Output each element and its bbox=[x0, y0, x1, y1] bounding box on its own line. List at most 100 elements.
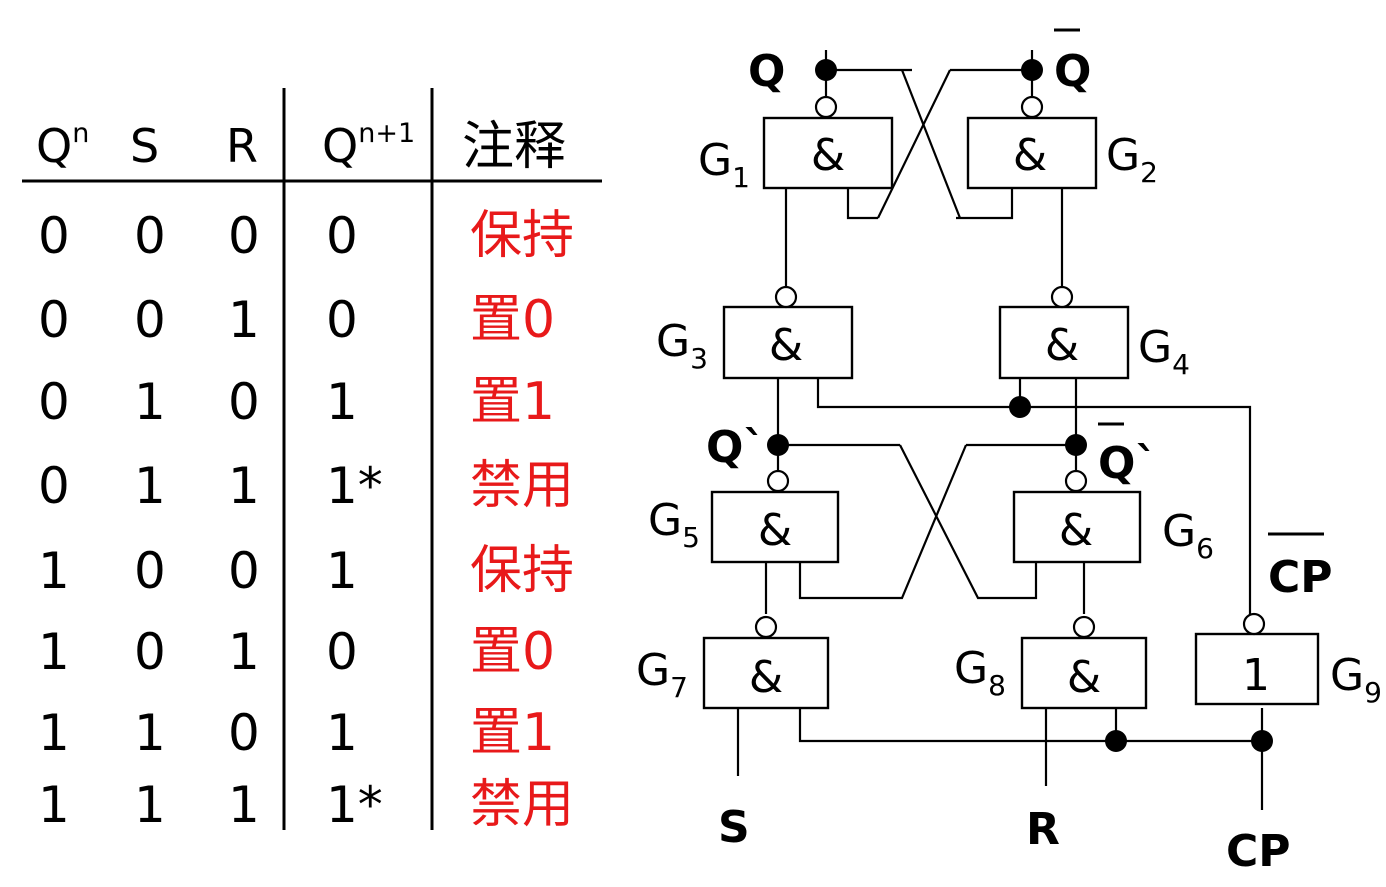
cell-note: 保持 bbox=[470, 206, 574, 266]
gate-g2 bbox=[966, 116, 1098, 190]
wire-qprime-cross bbox=[899, 444, 1038, 600]
wire-q-cross bbox=[900, 69, 962, 219]
bubble-g5-out bbox=[766, 469, 790, 493]
junction-cp-g8 bbox=[1105, 730, 1127, 752]
header-s: S bbox=[130, 119, 159, 173]
cell-qn: 0 bbox=[38, 373, 70, 431]
cell-s: 0 bbox=[134, 542, 166, 600]
gate-g5 bbox=[710, 490, 840, 564]
gate-g6 bbox=[1012, 490, 1142, 564]
gate-symbols: & & & & & & & & 1 bbox=[749, 130, 1270, 703]
cell-qn1: 0 bbox=[326, 207, 358, 265]
signal-q-prime: Q` bbox=[706, 422, 765, 473]
cell-note: 置1 bbox=[470, 372, 555, 432]
wires bbox=[736, 50, 1264, 810]
cell-qn: 1 bbox=[38, 623, 70, 681]
cell-s: 1 bbox=[134, 457, 166, 515]
header-note: 注释 bbox=[462, 117, 566, 177]
cell-note: 禁用 bbox=[470, 456, 574, 516]
cell-qn1: 0 bbox=[326, 291, 358, 349]
signal-labels: Q Q Q` Q` CP S R CP bbox=[706, 28, 1333, 877]
bubble-g2-out bbox=[1020, 95, 1044, 119]
cell-note: 置1 bbox=[470, 703, 555, 763]
gate-g7 bbox=[702, 636, 830, 710]
wire-qbar-cross bbox=[877, 69, 951, 219]
cell-r: 1 bbox=[228, 457, 260, 515]
bubble-g8-out bbox=[1072, 615, 1096, 639]
junction-qbar bbox=[1021, 59, 1043, 81]
cell-qn: 1 bbox=[38, 776, 70, 834]
gate-g4-label: G4 bbox=[1138, 322, 1190, 381]
signal-cp-bar: CP bbox=[1268, 552, 1333, 603]
cell-s: 0 bbox=[134, 623, 166, 681]
gate-g2-symbol: & bbox=[1013, 130, 1047, 181]
cell-qn1: 0 bbox=[326, 623, 358, 681]
gate-g1-label: G1 bbox=[698, 135, 750, 194]
bubble-g1-out bbox=[814, 95, 838, 119]
table-row: 0 0 0 0 保持 bbox=[38, 206, 574, 266]
gate-g8-symbol: & bbox=[1067, 652, 1101, 703]
gate-g4-symbol: & bbox=[1045, 320, 1079, 371]
cell-note: 保持 bbox=[470, 541, 574, 601]
gate-g9-label: G9 bbox=[1330, 650, 1382, 709]
junctions bbox=[767, 59, 1273, 752]
cell-qn: 0 bbox=[38, 207, 70, 265]
gate-g9 bbox=[1194, 632, 1320, 706]
signal-q: Q bbox=[748, 46, 785, 97]
cell-r: 1 bbox=[228, 623, 260, 681]
gate-g5-symbol: & bbox=[758, 505, 792, 556]
bubble-g9-out bbox=[1242, 612, 1266, 636]
signal-r: R bbox=[1026, 804, 1060, 855]
cell-qn: 0 bbox=[38, 291, 70, 349]
junction-q bbox=[815, 59, 837, 81]
cell-s: 0 bbox=[134, 291, 166, 349]
cell-qn1: 1 bbox=[326, 542, 358, 600]
wire-qprimebar-cross bbox=[798, 444, 968, 600]
cell-r: 0 bbox=[228, 207, 260, 265]
cell-qn: 1 bbox=[38, 542, 70, 600]
junction-qprimebar bbox=[1065, 434, 1087, 456]
wire-g1-in-right bbox=[846, 188, 878, 220]
cell-note: 禁用 bbox=[470, 775, 574, 835]
table-row: 1 0 0 1 保持 bbox=[38, 541, 574, 601]
cell-s: 1 bbox=[134, 776, 166, 834]
gate-g7-label: G7 bbox=[636, 645, 688, 704]
gate-g3-label: G3 bbox=[656, 316, 708, 375]
bubbles bbox=[754, 95, 1266, 639]
cell-r: 1 bbox=[228, 776, 260, 834]
wire-cp-bus bbox=[798, 708, 1262, 743]
cell-r: 0 bbox=[228, 542, 260, 600]
gate-g9-symbol: 1 bbox=[1242, 650, 1270, 701]
bubble-g3-out bbox=[774, 285, 798, 309]
table-header: Qn S R Qn+1 注释 bbox=[36, 117, 566, 177]
gate-g1-symbol: & bbox=[811, 130, 845, 181]
cell-r: 0 bbox=[228, 373, 260, 431]
cell-s: 0 bbox=[134, 207, 166, 265]
junction-cpbar bbox=[1009, 396, 1031, 418]
bubble-g4-out bbox=[1050, 285, 1074, 309]
gates bbox=[702, 116, 1320, 710]
cell-s: 1 bbox=[134, 704, 166, 762]
signal-cp: CP bbox=[1226, 826, 1291, 877]
gate-labels: G1 G2 G3 G4 G5 G6 G7 G8 G9 bbox=[636, 130, 1382, 709]
cell-qn: 0 bbox=[38, 457, 70, 515]
gate-g8-label: G8 bbox=[954, 643, 1006, 702]
gate-g6-label: G6 bbox=[1162, 506, 1214, 565]
header-qn: Qn bbox=[36, 118, 89, 173]
signal-q-prime-bar: Q` bbox=[1098, 438, 1157, 489]
cell-r: 0 bbox=[228, 704, 260, 762]
cell-qn1: 1 bbox=[326, 373, 358, 431]
cell-note: 置0 bbox=[470, 622, 555, 682]
signal-s: S bbox=[718, 802, 750, 853]
cell-r: 1 bbox=[228, 291, 260, 349]
signal-q-bar: Q bbox=[1054, 46, 1091, 97]
wire-g3-cpbar bbox=[816, 378, 1252, 612]
gate-g2-label: G2 bbox=[1106, 130, 1158, 189]
cell-qn: 1 bbox=[38, 704, 70, 762]
